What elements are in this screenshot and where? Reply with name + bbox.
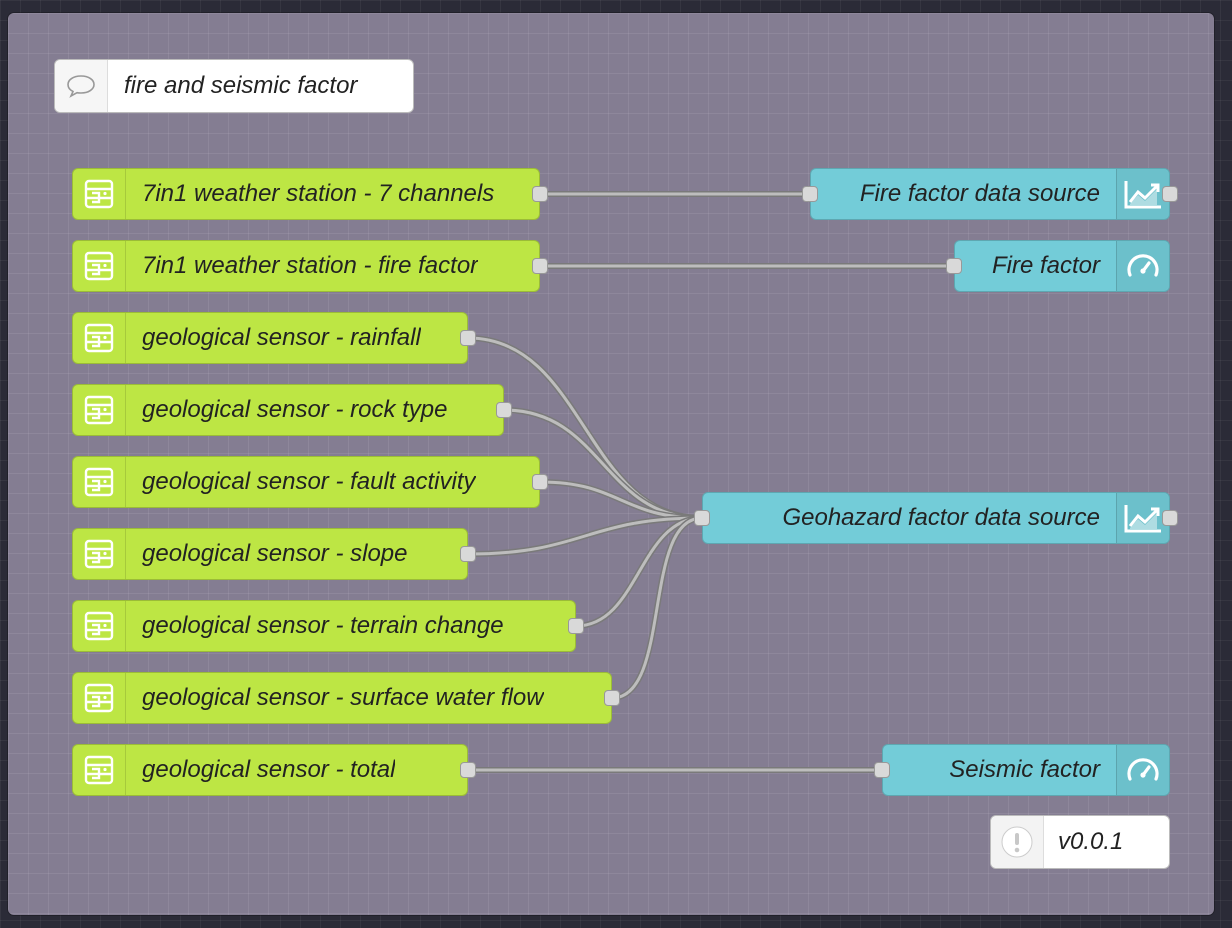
input-port[interactable] (802, 186, 818, 202)
line-chart-icon (1116, 493, 1169, 543)
sink-node-seismic-factor[interactable]: Seismic factor (882, 744, 1170, 796)
node-label: Fire factor data source (859, 180, 1100, 207)
data-source-icon (73, 601, 126, 651)
output-port[interactable] (568, 618, 584, 634)
version-label: v0.0.1 (1058, 828, 1124, 855)
output-port[interactable] (532, 474, 548, 490)
source-node-fault-activity[interactable]: geological sensor - fault activity (72, 456, 540, 508)
version-node[interactable]: v0.0.1 (990, 815, 1170, 869)
speech-bubble-icon (55, 60, 108, 112)
data-source-icon (73, 313, 126, 363)
node-label: geological sensor - fault activity (142, 468, 476, 495)
sink-node-fire-factor[interactable]: Fire factor (954, 240, 1170, 292)
output-port[interactable] (496, 402, 512, 418)
comment-node[interactable]: fire and seismic factor (54, 59, 414, 113)
data-source-icon (73, 241, 126, 291)
data-source-icon (73, 745, 126, 795)
output-port[interactable] (604, 690, 620, 706)
node-label: geological sensor - rock type (142, 396, 448, 423)
node-label: Seismic factor (949, 756, 1100, 783)
node-label: 7in1 weather station - fire factor (142, 252, 479, 279)
data-source-icon (73, 529, 126, 579)
output-port[interactable] (460, 762, 476, 778)
source-node-weather-fire-factor[interactable]: 7in1 weather station - fire factor (72, 240, 540, 292)
output-port[interactable] (1162, 186, 1178, 202)
data-source-icon (73, 673, 126, 723)
sink-node-geohazard-factor-data-source[interactable]: Geohazard factor data source (702, 492, 1170, 544)
input-port[interactable] (694, 510, 710, 526)
source-node-rock-type[interactable]: geological sensor - rock type (72, 384, 504, 436)
data-source-icon (73, 385, 126, 435)
source-node-surface-water-flow[interactable]: geological sensor - surface water flow (72, 672, 612, 724)
node-label: geological sensor - surface water flow (142, 684, 544, 711)
source-node-total[interactable]: geological sensor - total (72, 744, 468, 796)
source-node-terrain-change[interactable]: geological sensor - terrain change (72, 600, 576, 652)
comment-label: fire and seismic factor (124, 72, 358, 99)
exclamation-icon (991, 816, 1044, 868)
data-source-icon (73, 457, 126, 507)
sink-node-fire-factor-data-source[interactable]: Fire factor data source (810, 168, 1170, 220)
node-label: geological sensor - total (142, 756, 396, 783)
node-label: geological sensor - slope (142, 540, 408, 567)
source-node-rainfall[interactable]: geological sensor - rainfall (72, 312, 468, 364)
node-label: geological sensor - terrain change (142, 612, 504, 639)
node-label: Geohazard factor data source (782, 504, 1100, 531)
input-port[interactable] (874, 762, 890, 778)
input-port[interactable] (946, 258, 962, 274)
gauge-icon (1116, 241, 1169, 291)
output-port[interactable] (460, 330, 476, 346)
node-label: geological sensor - rainfall (142, 324, 421, 351)
node-label: 7in1 weather station - 7 channels (142, 180, 495, 207)
output-port[interactable] (460, 546, 476, 562)
gauge-icon (1116, 745, 1169, 795)
data-source-icon (73, 169, 126, 219)
output-port[interactable] (532, 186, 548, 202)
output-port[interactable] (532, 258, 548, 274)
source-node-slope[interactable]: geological sensor - slope (72, 528, 468, 580)
source-node-weather-7-channels[interactable]: 7in1 weather station - 7 channels (72, 168, 540, 220)
output-port[interactable] (1162, 510, 1178, 526)
node-label: Fire factor (991, 252, 1100, 279)
line-chart-icon (1116, 169, 1169, 219)
